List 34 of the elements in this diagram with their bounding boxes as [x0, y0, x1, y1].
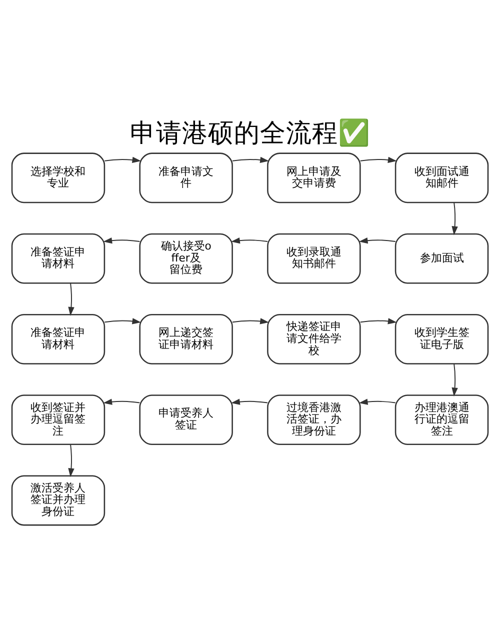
node-box: 办理港澳通行证的逗留签注: [394, 394, 489, 446]
arrow: [103, 398, 140, 405]
node-box: 准备签证申请材料: [11, 233, 106, 284]
node-box: 收到签证并办理逗留签注: [11, 394, 106, 446]
node-box: 网上申请及交申请费: [267, 152, 361, 204]
node-box: 申请受养人签证: [139, 394, 233, 446]
arrow: [231, 237, 268, 244]
node-box: 收到面试通知邮件: [394, 152, 489, 204]
arrow: [358, 237, 396, 244]
node-box: 参加面试: [394, 233, 489, 284]
arrow: [358, 398, 396, 405]
diagram-title: 申请港硕的全流程✅: [130, 118, 370, 148]
arrow: [104, 156, 142, 163]
arrow: [232, 318, 269, 324]
node-box: 准备申请文件: [139, 152, 233, 204]
arrow: [232, 156, 269, 163]
node-box: 收到录取通知书邮件: [267, 233, 361, 284]
arrow: [231, 398, 268, 405]
node-box: 收到学生签证电子版: [394, 314, 489, 364]
node-box: 过境香港激活签证，办理身份证: [267, 394, 361, 446]
arrow: [68, 444, 74, 478]
node-box: 网上递交签证申请材料: [139, 314, 233, 364]
node-box: 选择学校和专业: [11, 152, 106, 204]
arrow: [360, 318, 397, 324]
arrow: [452, 363, 458, 396]
node-box: 确认接受offer及留位费: [139, 233, 233, 284]
arrow: [103, 237, 140, 244]
node-box: 准备签证申请材料: [11, 314, 106, 364]
arrow: [360, 156, 397, 163]
arrow: [452, 202, 458, 236]
arrow: [68, 282, 74, 316]
node-box: 激活受养人签证并办理身份证: [11, 475, 106, 526]
node-box: 快递签证申请文件给学校: [267, 314, 361, 364]
arrow: [104, 318, 142, 324]
